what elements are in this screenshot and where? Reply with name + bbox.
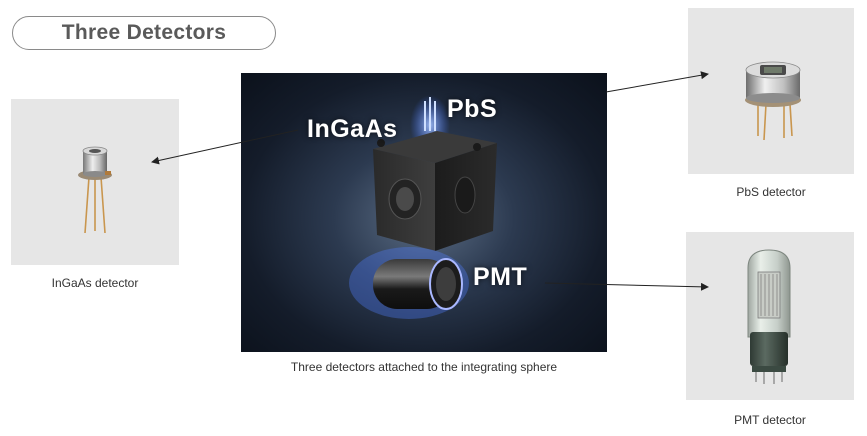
pmt-detector-image [747,249,791,384]
ingaas-detector-image [78,146,112,234]
integrating-sphere-caption: Three detectors attached to the integrat… [290,360,558,374]
ingaas-detector-caption: InGaAs detector [51,276,139,290]
pbs-detector-image [745,61,801,141]
integrating-sphere-image [349,95,497,319]
pbs-label: PbS [447,95,498,123]
ingaas-label: InGaAs [307,115,398,143]
pbs-detector-caption: PbS detector [736,185,806,199]
page-title: Three Detectors [12,16,276,50]
pbs-detector-photo [688,8,854,174]
pmt-detector-caption: PMT detector [734,413,806,427]
ingaas-detector-photo [11,99,179,265]
integrating-sphere-photo: InGaAs PbS PMT [241,73,607,352]
pmt-detector-photo [686,232,854,400]
pmt-label: PMT [473,263,528,291]
